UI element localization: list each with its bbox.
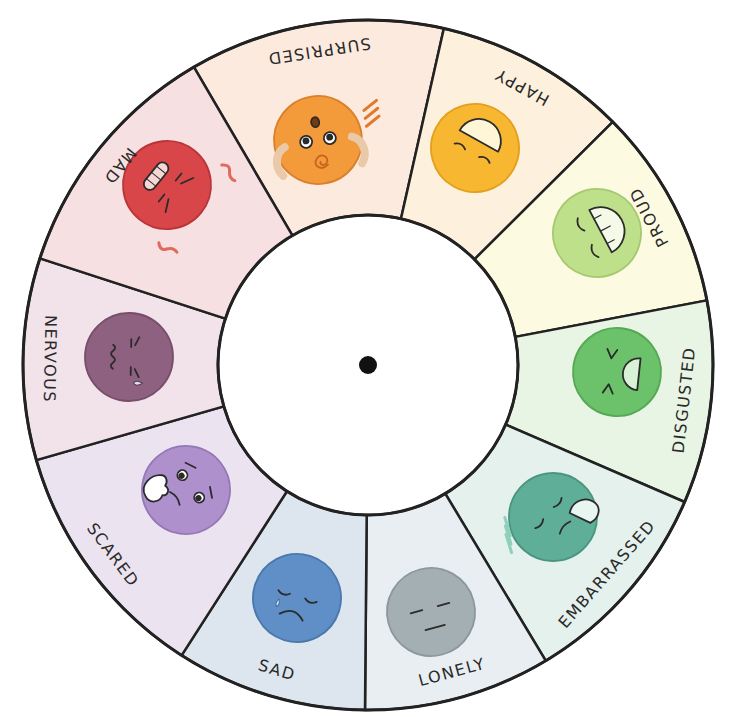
emotion-label: NERVOUS <box>40 315 61 403</box>
happy-face <box>415 88 535 208</box>
nervous-face <box>84 312 174 402</box>
sad-face <box>242 543 352 653</box>
center-dot <box>359 356 377 374</box>
segment-fill <box>40 67 292 319</box>
outer-disc <box>23 20 713 710</box>
embarrassed-face <box>484 455 615 587</box>
outer-ring <box>23 20 713 710</box>
segment-fill <box>445 425 684 661</box>
emotion-label: SAD <box>256 655 298 684</box>
segment-fill <box>23 258 225 460</box>
surprised-face <box>267 87 388 191</box>
emotion-label: SURPRISED <box>266 33 372 68</box>
lonely-face <box>377 558 485 666</box>
inner-ring <box>218 215 518 515</box>
mad-face <box>99 116 239 258</box>
emotion-label: LONELY <box>416 654 487 691</box>
emotion-label: DISGUSTED <box>669 346 700 455</box>
scared-face <box>124 428 247 551</box>
proud-face <box>537 173 656 292</box>
emotion-label: HAPPY <box>491 64 552 109</box>
emotion-label: SCARED <box>83 519 143 590</box>
segment-fill <box>36 406 287 655</box>
segment-fill <box>506 300 713 502</box>
segment-fill <box>194 20 444 235</box>
disgusted-face <box>569 324 666 421</box>
